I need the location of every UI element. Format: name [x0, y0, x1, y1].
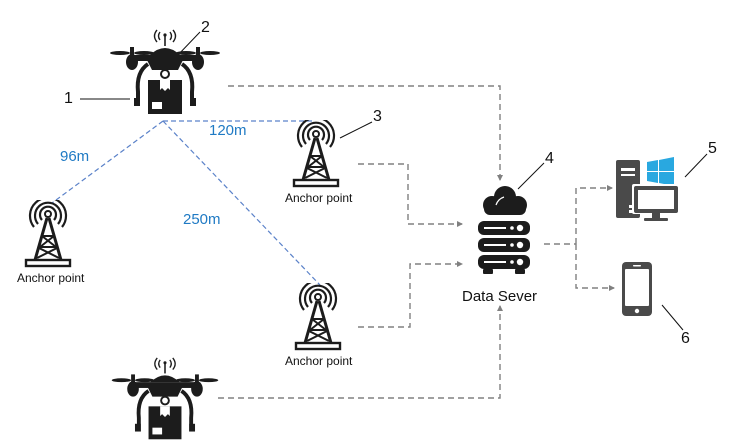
callout-line-5	[684, 153, 708, 178]
callout-number-2: 2	[201, 19, 210, 36]
callout-line-3	[339, 121, 373, 139]
radio-tower-icon	[24, 200, 72, 268]
distance-lines	[51, 120, 321, 286]
anchor-point-label: Anchor point	[285, 354, 353, 368]
connector-drone-top-to-server	[228, 85, 503, 181]
radio-tower-icon	[292, 120, 340, 188]
drone-icon	[110, 356, 220, 442]
distance-label-120m: 120m	[209, 122, 247, 139]
connector-server-to-phone	[575, 244, 615, 291]
callout-lines	[80, 31, 708, 331]
distance-label-250m: 250m	[183, 211, 221, 228]
callout-number-1: 1	[64, 90, 73, 107]
connector-anchor-top-to-server	[358, 163, 463, 227]
cloud-server-icon	[477, 185, 531, 275]
connector-server-to-computer	[575, 185, 613, 244]
windows-pc-icon	[616, 157, 680, 221]
callout-number-3: 3	[373, 108, 382, 125]
data-server-label: Data Sever	[462, 288, 538, 305]
callout-number-6: 6	[681, 330, 690, 347]
distance-label-96m: 96m	[60, 148, 90, 165]
radio-tower-icon	[294, 283, 342, 351]
drone-icon	[110, 28, 220, 116]
distance-line-anchor-left	[51, 120, 164, 204]
callout-number-5: 5	[708, 140, 717, 157]
callout-line-4	[517, 162, 545, 190]
smartphone-icon	[622, 262, 652, 316]
anchor-point-label: Anchor point	[285, 191, 353, 205]
connector-anchor-bottom-to-server	[358, 261, 463, 328]
anchor-point-label: Anchor point	[17, 271, 85, 285]
callout-line-6	[661, 304, 684, 331]
callout-number-4: 4	[545, 150, 554, 167]
connector-lines	[218, 85, 615, 399]
distance-line-anchor-bottom	[162, 120, 321, 286]
connector-drone-bottom-to-server	[218, 305, 503, 399]
